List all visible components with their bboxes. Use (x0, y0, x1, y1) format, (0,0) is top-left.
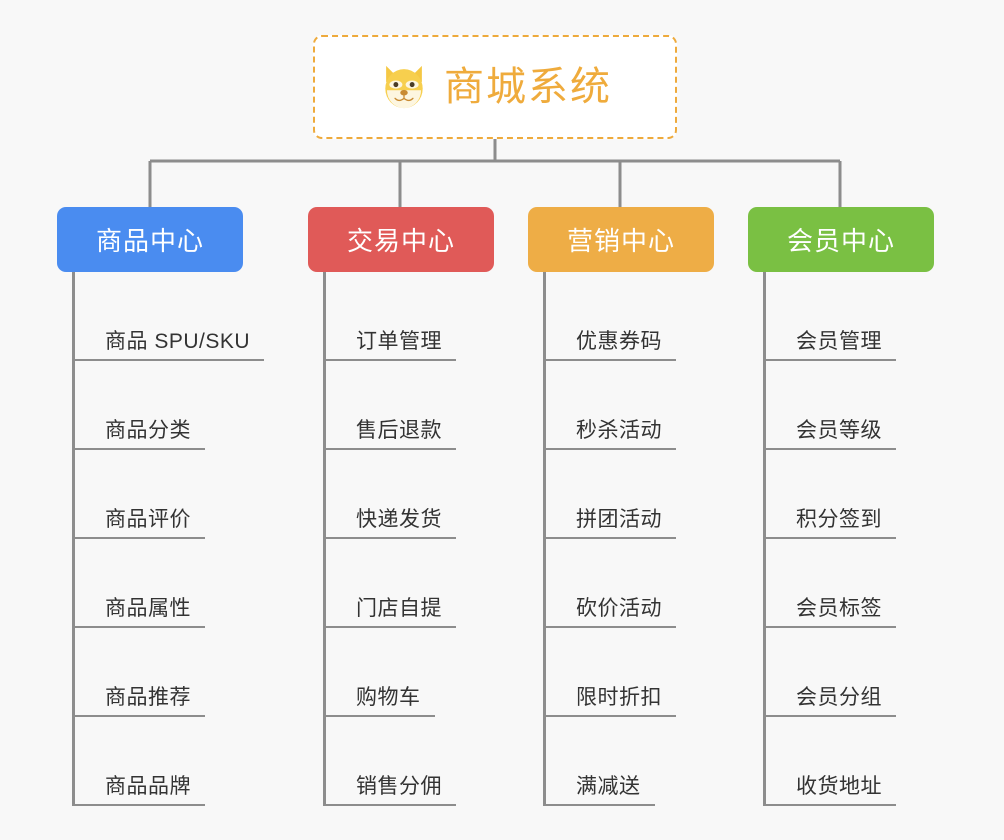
list-item-label: 销售分佣 (356, 774, 442, 798)
list-item[interactable]: 门店自提 (326, 539, 528, 628)
list-item[interactable]: 商品分类 (75, 361, 277, 450)
list-item-label: 秒杀活动 (576, 418, 662, 442)
branch-leaf-list: 会员管理 会员等级 积分签到 会员标签 会员分组 收货地址 (763, 272, 968, 806)
list-item-label: 商品推荐 (105, 685, 191, 709)
list-item[interactable]: 会员标签 (766, 539, 968, 628)
branch-header-member[interactable]: 会员中心 (748, 207, 934, 272)
dog-face-icon (385, 65, 423, 110)
list-item-label: 订单管理 (356, 329, 442, 353)
list-item-label: 限时折扣 (576, 685, 662, 709)
list-item[interactable]: 销售分佣 (326, 717, 528, 806)
list-item[interactable]: 商品推荐 (75, 628, 277, 717)
list-item-label: 优惠券码 (576, 329, 662, 353)
list-item-label: 快递发货 (356, 507, 442, 531)
list-item[interactable]: 快递发货 (326, 450, 528, 539)
list-item[interactable]: 砍价活动 (546, 539, 748, 628)
list-item-label: 商品分类 (105, 418, 191, 442)
branch-column-marketing: 营销中心 优惠券码 秒杀活动 拼团活动 砍价活动 限时折扣 (528, 207, 748, 806)
list-item-label: 商品 SPU/SKU (105, 329, 251, 353)
list-item-label: 商品评价 (105, 507, 191, 531)
list-item-label: 会员分组 (796, 685, 882, 709)
list-item[interactable]: 优惠券码 (546, 272, 748, 361)
branch-column-product: 商品中心 商品 SPU/SKU 商品分类 商品评价 商品属性 商品推荐 (57, 207, 277, 806)
list-item[interactable]: 会员分组 (766, 628, 968, 717)
list-item-label: 满减送 (576, 774, 641, 798)
branch-header-trade[interactable]: 交易中心 (308, 207, 494, 272)
list-item[interactable]: 拼团活动 (546, 450, 748, 539)
list-item[interactable]: 商品品牌 (75, 717, 277, 806)
list-item-label: 积分签到 (796, 507, 882, 531)
branch-leaf-list: 订单管理 售后退款 快递发货 门店自提 购物车 销售分佣 (323, 272, 528, 806)
branch-header-product[interactable]: 商品中心 (57, 207, 243, 272)
root-title: 商城系统 (444, 65, 612, 109)
list-item-label: 售后退款 (356, 418, 442, 442)
list-item[interactable]: 积分签到 (766, 450, 968, 539)
list-item[interactable]: 售后退款 (326, 361, 528, 450)
branch-header-label: 会员中心 (786, 226, 895, 256)
branch-header-label: 商品中心 (95, 226, 204, 256)
list-item[interactable]: 会员等级 (766, 361, 968, 450)
list-item-label: 会员等级 (796, 418, 882, 442)
list-item-label: 商品属性 (105, 596, 191, 620)
branch-header-label: 营销中心 (566, 226, 675, 256)
list-item-label: 会员标签 (796, 596, 882, 620)
list-item-label: 拼团活动 (576, 507, 662, 531)
list-item[interactable]: 秒杀活动 (546, 361, 748, 450)
list-item[interactable]: 会员管理 (766, 272, 968, 361)
list-item[interactable]: 收货地址 (766, 717, 968, 806)
list-item[interactable]: 订单管理 (326, 272, 528, 361)
list-item-label: 门店自提 (356, 596, 442, 620)
list-item-label: 商品品牌 (105, 774, 191, 798)
list-item-label: 会员管理 (796, 329, 882, 353)
root-node[interactable]: 商城系统 (313, 35, 677, 139)
list-item-label: 购物车 (356, 685, 421, 709)
list-item[interactable]: 商品 SPU/SKU (75, 272, 277, 361)
list-item[interactable]: 商品属性 (75, 539, 277, 628)
branch-leaf-list: 优惠券码 秒杀活动 拼团活动 砍价活动 限时折扣 满减送 (543, 272, 748, 806)
list-item-label: 砍价活动 (576, 596, 662, 620)
branch-leaf-list: 商品 SPU/SKU 商品分类 商品评价 商品属性 商品推荐 商品品牌 (72, 272, 277, 806)
branch-header-label: 交易中心 (346, 226, 455, 256)
list-item[interactable]: 购物车 (326, 628, 528, 717)
branch-header-marketing[interactable]: 营销中心 (528, 207, 714, 272)
branch-column-member: 会员中心 会员管理 会员等级 积分签到 会员标签 会员分组 (748, 207, 968, 806)
branch-column-trade: 交易中心 订单管理 售后退款 快递发货 门店自提 购物车 (308, 207, 528, 806)
list-item[interactable]: 满减送 (546, 717, 748, 806)
list-item[interactable]: 限时折扣 (546, 628, 748, 717)
list-item-label: 收货地址 (796, 774, 882, 798)
list-item[interactable]: 商品评价 (75, 450, 277, 539)
